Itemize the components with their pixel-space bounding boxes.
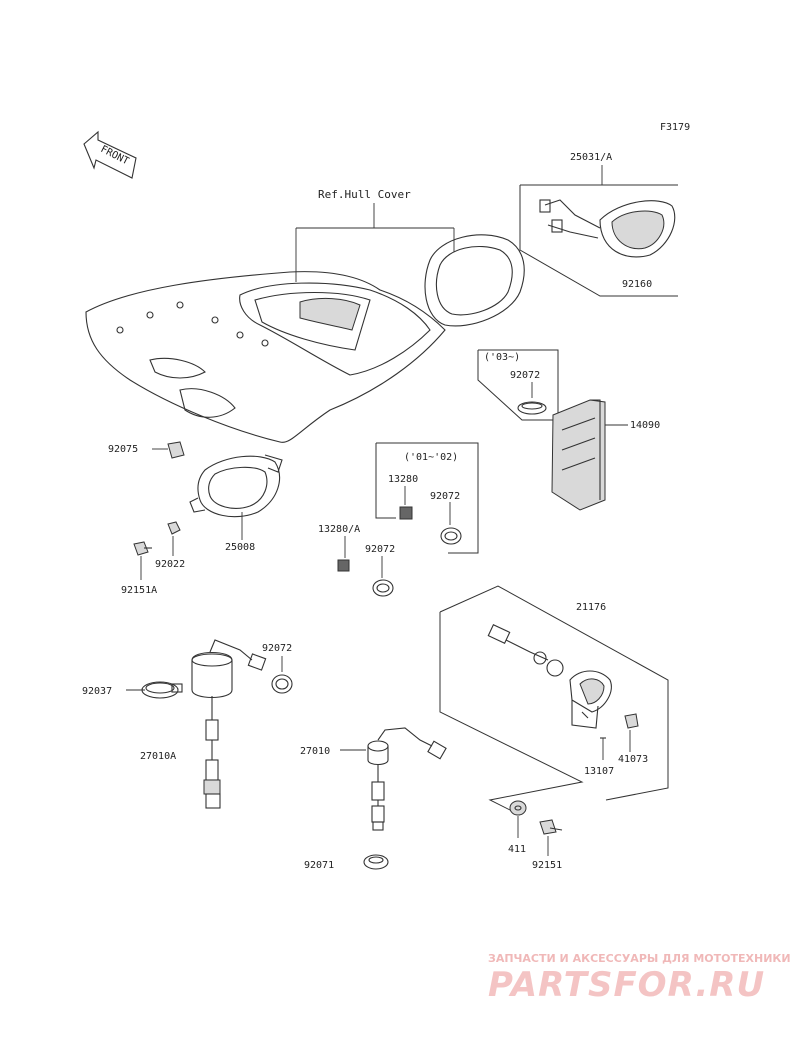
meter-bracket-part xyxy=(189,454,283,518)
callout-41073: 41073 xyxy=(618,754,648,765)
grommet-part xyxy=(167,441,185,459)
callout-27010: 27010 xyxy=(300,746,330,757)
bolt-part xyxy=(133,541,152,556)
screw-part xyxy=(624,713,639,729)
callout-13280: 13280 xyxy=(388,474,418,485)
callout-92151a: 92151A xyxy=(121,585,157,596)
label-plate-part xyxy=(337,559,350,572)
meter-assembly-part xyxy=(539,199,676,258)
band-clamp-part xyxy=(440,527,462,545)
band-clamp-part xyxy=(271,674,293,694)
washer-part xyxy=(509,800,527,816)
bolt-part xyxy=(539,819,563,835)
callout-92072-c: 92072 xyxy=(365,544,395,555)
label-plate-part xyxy=(399,506,413,520)
switch-assembly-part xyxy=(487,624,612,729)
callout-25008: 25008 xyxy=(225,542,255,553)
meter-case-part xyxy=(551,399,606,511)
fuel-sender-part xyxy=(367,727,447,831)
callout-25031-a: 25031/A xyxy=(570,152,612,163)
band-clamp-part xyxy=(372,579,394,597)
year-note-03: ('03~) xyxy=(484,352,520,363)
front-arrow-icon: FRONT xyxy=(83,130,137,179)
callout-13280-a: 13280/A xyxy=(318,524,360,535)
callout-92071: 92071 xyxy=(304,860,334,871)
hose-clamp-part xyxy=(141,681,183,699)
figure-code: F3179 xyxy=(660,122,690,133)
watermark-brand: PARTSFOR.RU xyxy=(488,965,765,1005)
callout-92151: 92151 xyxy=(532,860,562,871)
watermark-tagline: ЗАПЧАСТИ И АКСЕССУАРЫ ДЛЯ МОТОТЕХНИКИ xyxy=(488,952,791,965)
callout-92160: 92160 xyxy=(622,279,652,290)
callout-411: 411 xyxy=(508,844,526,855)
callout-92037: 92037 xyxy=(82,686,112,697)
band-clamp-part xyxy=(517,401,547,415)
fuel-sender-a-part xyxy=(191,639,267,809)
callout-92072-d: 92072 xyxy=(262,643,292,654)
callout-92075: 92075 xyxy=(108,444,138,455)
callout-92072-b: 92072 xyxy=(430,491,460,502)
callout-14090: 14090 xyxy=(630,420,660,431)
callout-13107: 13107 xyxy=(584,766,614,777)
callout-27010a: 27010A xyxy=(140,751,176,762)
year-note-0102: ('01~'02) xyxy=(404,452,458,463)
nut-part xyxy=(167,521,181,535)
hull-cover-part xyxy=(85,271,446,443)
callout-92072-a: 92072 xyxy=(510,370,540,381)
grommet-part xyxy=(363,854,389,870)
ref-hull-cover-label: Ref.Hull Cover xyxy=(318,188,411,201)
callout-92022: 92022 xyxy=(155,559,185,570)
callout-21176: 21176 xyxy=(576,602,606,613)
meter-cover-part xyxy=(424,234,525,327)
